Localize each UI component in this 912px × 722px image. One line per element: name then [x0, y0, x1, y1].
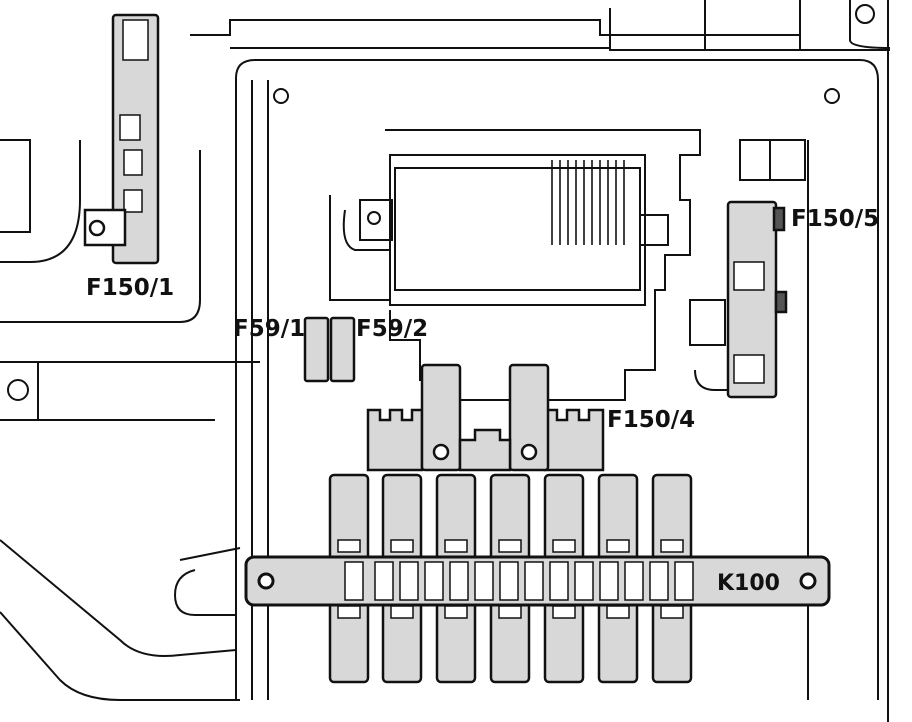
fuse-top-notch-5: [552, 539, 576, 553]
strip-cell-6: [499, 561, 519, 601]
fuse-bottom-notch-1: [337, 605, 361, 619]
strip-cell-10: [599, 561, 619, 601]
fuse-bottom-notch-2: [390, 605, 414, 619]
label-k100: K100: [717, 571, 780, 596]
strip-cell-4: [449, 561, 469, 601]
strip-cell-12: [649, 561, 669, 601]
fuse-bottom-notch-3: [444, 605, 468, 619]
housing-outline: [0, 0, 891, 722]
fuse-top-notch-3: [444, 539, 468, 553]
strip-cell-1: [374, 561, 394, 601]
fuse-holder-f150-5: [726, 200, 788, 399]
screw-holes: [273, 88, 840, 104]
fuse-top-notch-2: [390, 539, 414, 553]
label-f59-1: F59/1: [233, 316, 305, 342]
fuse-bottom-notch-5: [552, 605, 576, 619]
fuse-top-notch-4: [498, 539, 522, 553]
fuse-bottom-notch-4: [498, 605, 522, 619]
fuse-bottom-notch-6: [606, 605, 630, 619]
strip-cell-7: [524, 561, 544, 601]
module-cooling-fins: [551, 160, 625, 245]
fuse-holder-f150-1: [83, 13, 160, 265]
fuse-top-notch-6: [606, 539, 630, 553]
label-f150-5: F150/5: [791, 206, 879, 232]
fuse-block-f150-4: [366, 363, 605, 472]
fuse-top-notch-1: [337, 539, 361, 553]
strip-cell-13: [674, 561, 694, 601]
fuse-top-notch-7: [660, 539, 684, 553]
label-f150-4: F150/4: [607, 407, 695, 433]
fuse-array: [328, 473, 693, 684]
strip-cell-2: [399, 561, 419, 601]
relay-strip-cells: [374, 561, 694, 601]
central-module: [329, 129, 806, 401]
fuses-f59: [303, 316, 356, 383]
fuse-bottom-notch-7: [660, 605, 684, 619]
strip-cell-5: [474, 561, 494, 601]
strip-cell-8: [549, 561, 569, 601]
strip-cell-9: [574, 561, 594, 601]
label-f59-2: F59/2: [356, 316, 428, 342]
strip-cell-3: [424, 561, 444, 601]
label-f150-1: F150/1: [86, 275, 174, 301]
strip-cell-11: [624, 561, 644, 601]
